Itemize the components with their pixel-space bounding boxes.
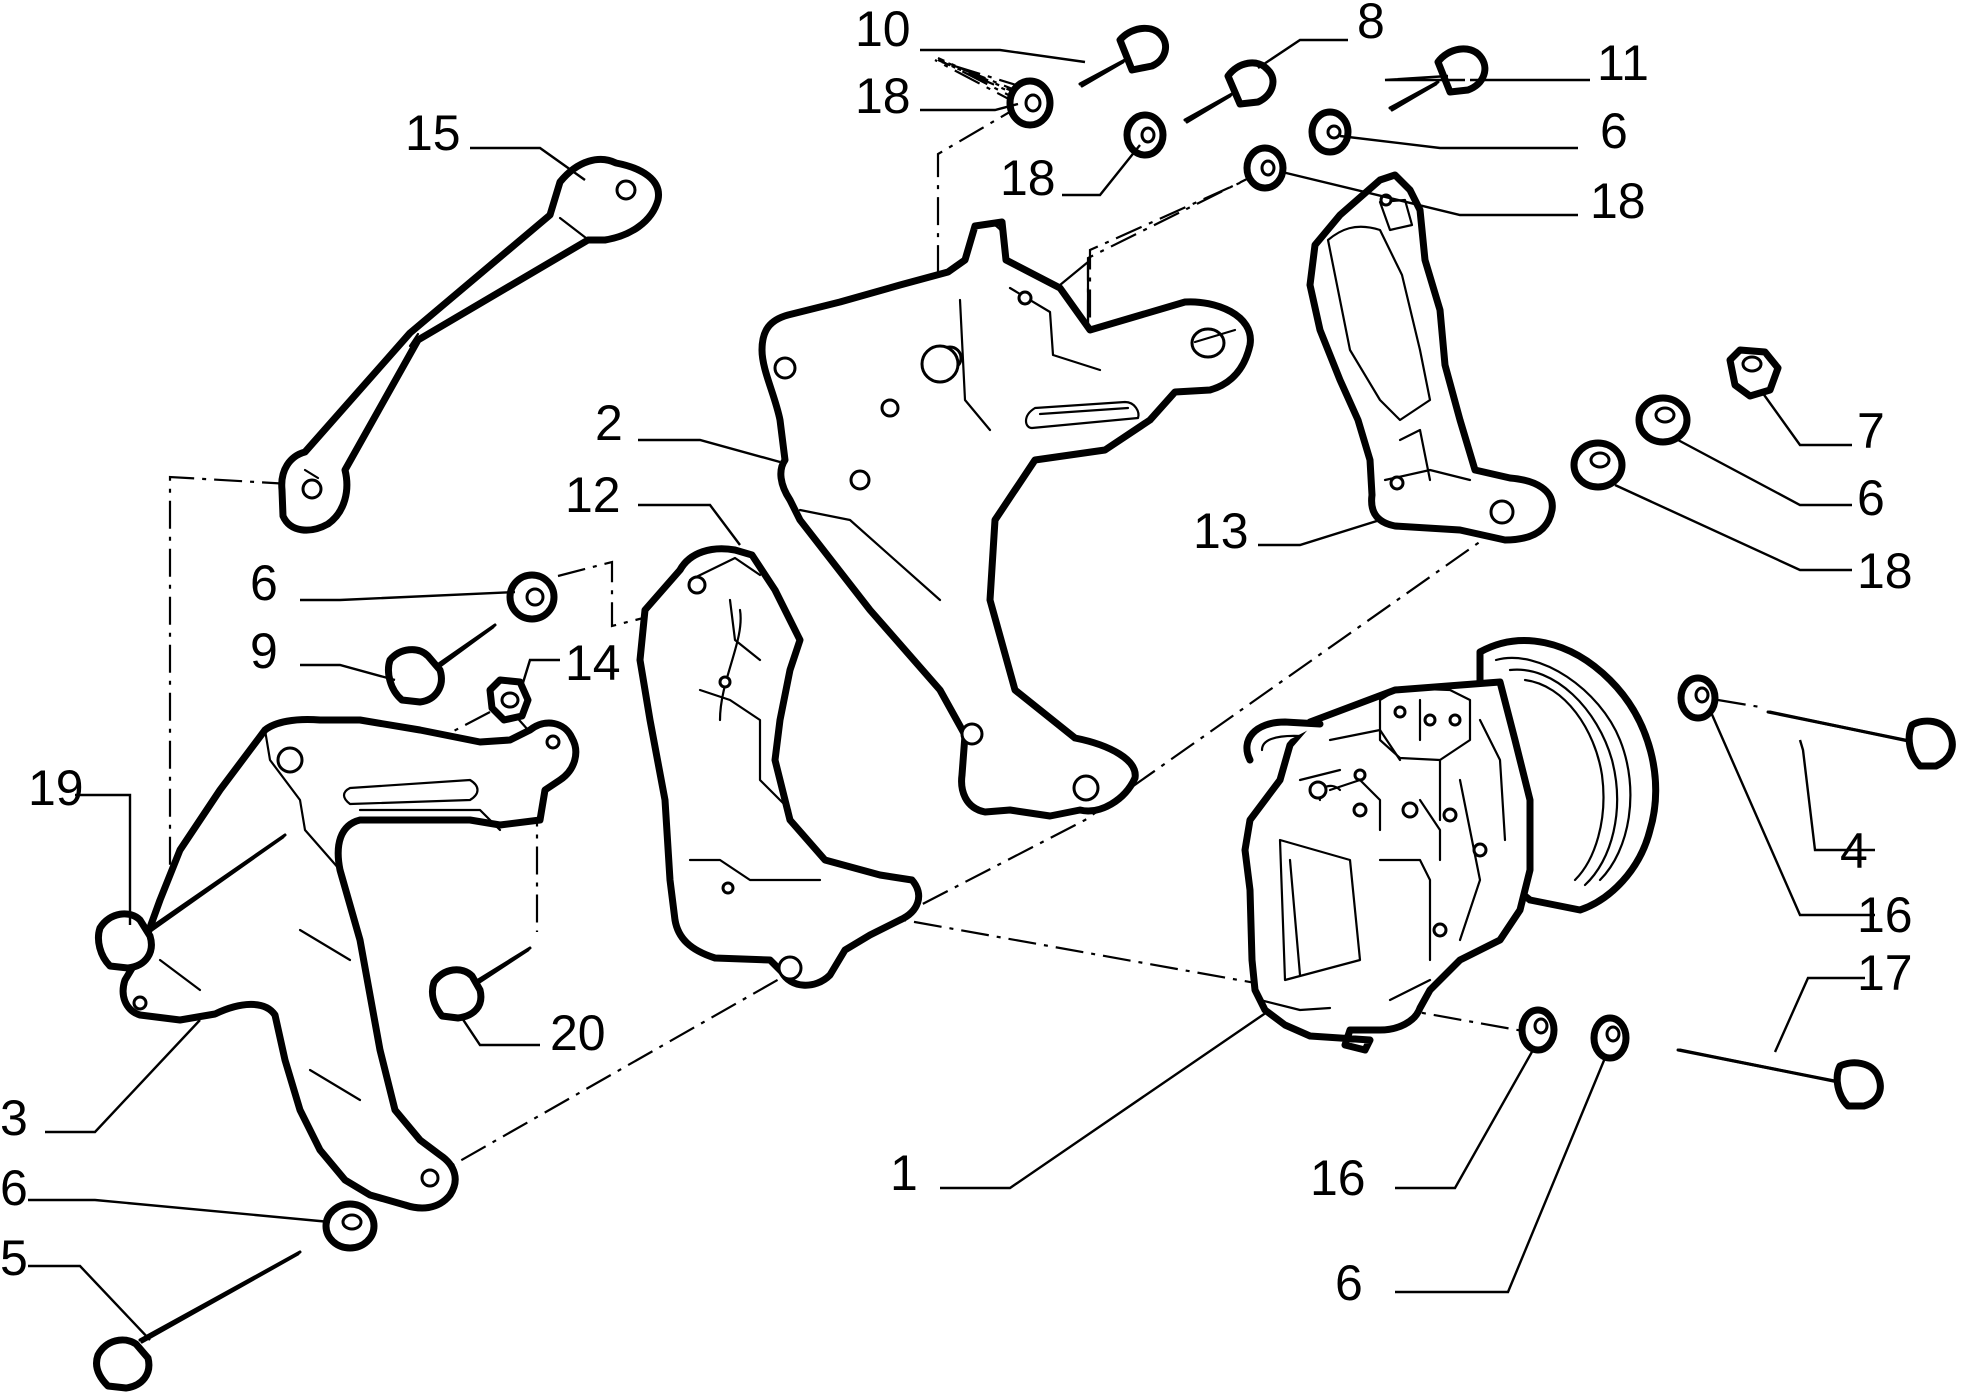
callout-13: 13 [1193, 503, 1249, 559]
callout-14: 14 [565, 635, 621, 691]
part-1-compressor [1241, 637, 1660, 1054]
part-6-washer-c [506, 571, 558, 623]
part-7-nut [1726, 346, 1782, 400]
part-18-washer-b [1123, 111, 1167, 159]
callout-8: 8 [1357, 0, 1385, 49]
callout-6-right: 6 [1857, 470, 1885, 526]
part-11-bolt [1388, 45, 1489, 112]
part-10-bolt [1078, 24, 1170, 88]
callout-19: 19 [28, 760, 84, 816]
callout-9: 9 [250, 623, 278, 679]
callout-5: 5 [0, 1230, 28, 1286]
part-18-washer-d [1570, 439, 1626, 491]
callout-6-top: 6 [1600, 103, 1628, 159]
part-16-washer-b [1518, 1006, 1558, 1054]
part-3-left-bracket [119, 716, 580, 1212]
part-5-bolt [92, 1250, 302, 1392]
callout-12: 12 [565, 467, 621, 523]
part-13-right-bracket [1306, 171, 1556, 544]
callout-6-left: 6 [250, 555, 278, 611]
callout-7: 7 [1857, 403, 1885, 459]
part-14-nut [486, 676, 532, 724]
callout-15: 15 [405, 105, 461, 161]
part-17-bolt [1676, 1048, 1884, 1110]
part-19-bolt [94, 833, 287, 972]
part-2-main-bracket [758, 218, 1254, 820]
callout-1: 1 [890, 1145, 918, 1201]
hardware [92, 24, 1956, 1392]
callout-3: 3 [0, 1090, 28, 1146]
callout-2: 2 [595, 395, 623, 451]
callout-18-right: 18 [1590, 173, 1646, 229]
callout-16-bottom: 16 [1310, 1150, 1366, 1206]
part-12-middle-bracket [636, 545, 923, 989]
callout-numbers: 10 18 8 11 6 18 18 15 2 12 13 7 6 18 6 9… [0, 0, 1913, 1311]
part-6-washer-e [1590, 1014, 1630, 1062]
part-18-washer-c [1243, 144, 1287, 192]
part-16-washer-a [1677, 674, 1719, 722]
callout-17: 17 [1857, 945, 1913, 1001]
part-6-washer-a [1308, 108, 1352, 156]
callout-18-mid: 18 [1000, 150, 1056, 206]
part-18-washer-a [1006, 77, 1054, 129]
callout-6-bottom: 6 [1335, 1255, 1363, 1311]
callout-11: 11 [1597, 35, 1649, 91]
callout-16-right: 16 [1857, 887, 1913, 943]
callout-4: 4 [1840, 823, 1868, 879]
part-9-bolt [385, 623, 497, 706]
callout-20: 20 [550, 1005, 606, 1061]
callout-18-lower-right: 18 [1857, 543, 1913, 599]
part-8-bolt [1183, 59, 1277, 124]
part-4-bolt [1766, 710, 1956, 770]
callout-6-lower-left: 6 [0, 1160, 28, 1216]
leader-lines [28, 38, 1875, 1341]
part-6-washer-d [322, 1200, 378, 1252]
callout-18-top: 18 [855, 68, 911, 124]
part-15-stay-rod [278, 155, 662, 534]
callout-10: 10 [855, 1, 911, 57]
part-20-bolt [428, 946, 532, 1022]
part-6-washer-b [1635, 394, 1691, 446]
